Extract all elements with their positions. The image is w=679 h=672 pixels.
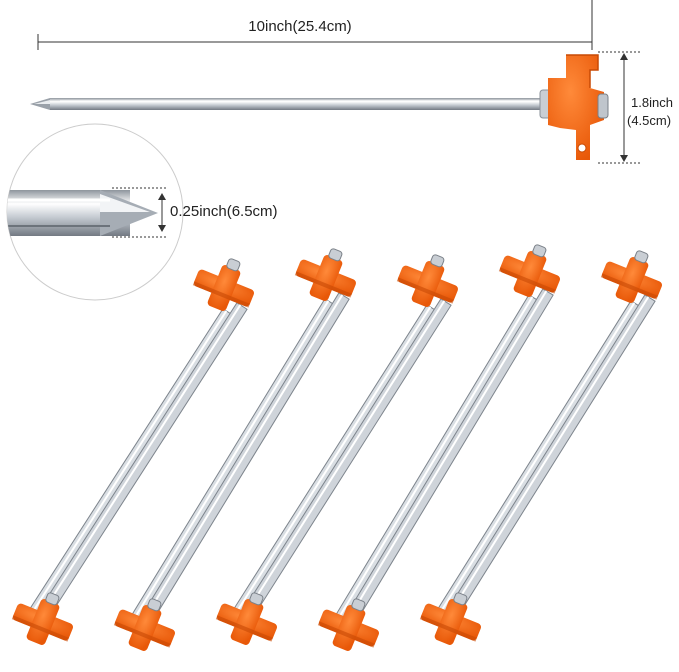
stake-3 <box>215 254 458 645</box>
stake-5-bottom-cap <box>419 592 481 645</box>
stake-1 <box>11 258 254 645</box>
head-height-dimension <box>598 51 640 164</box>
stake-5-top-cap <box>600 250 662 303</box>
length-dimension <box>37 0 593 50</box>
stake-1-top-cap <box>192 258 254 311</box>
stake-1-bottom-cap <box>11 592 73 645</box>
stake-3-bottom-cap <box>215 592 277 645</box>
stake-5 <box>419 250 662 645</box>
stake-2-top-cap <box>294 248 356 301</box>
tip-zoom-callout <box>6 123 184 301</box>
stake-2-bottom-cap <box>113 598 175 651</box>
length-label: 10inch(25.4cm) <box>248 18 352 35</box>
stake-4-bottom-cap <box>317 598 379 651</box>
stake-3-top-cap <box>396 254 458 307</box>
head-height-label: 1.8inch <box>631 95 673 110</box>
stake-4-top-cap <box>498 244 560 297</box>
stake-2 <box>113 248 356 651</box>
stakes-group <box>11 244 662 651</box>
head-height-label-metric: (4.5cm) <box>627 113 672 128</box>
stake-horizontal <box>30 54 609 160</box>
tip-diameter-label: 0.25inch(6.5cm) <box>170 203 278 220</box>
stake-4 <box>317 244 560 651</box>
